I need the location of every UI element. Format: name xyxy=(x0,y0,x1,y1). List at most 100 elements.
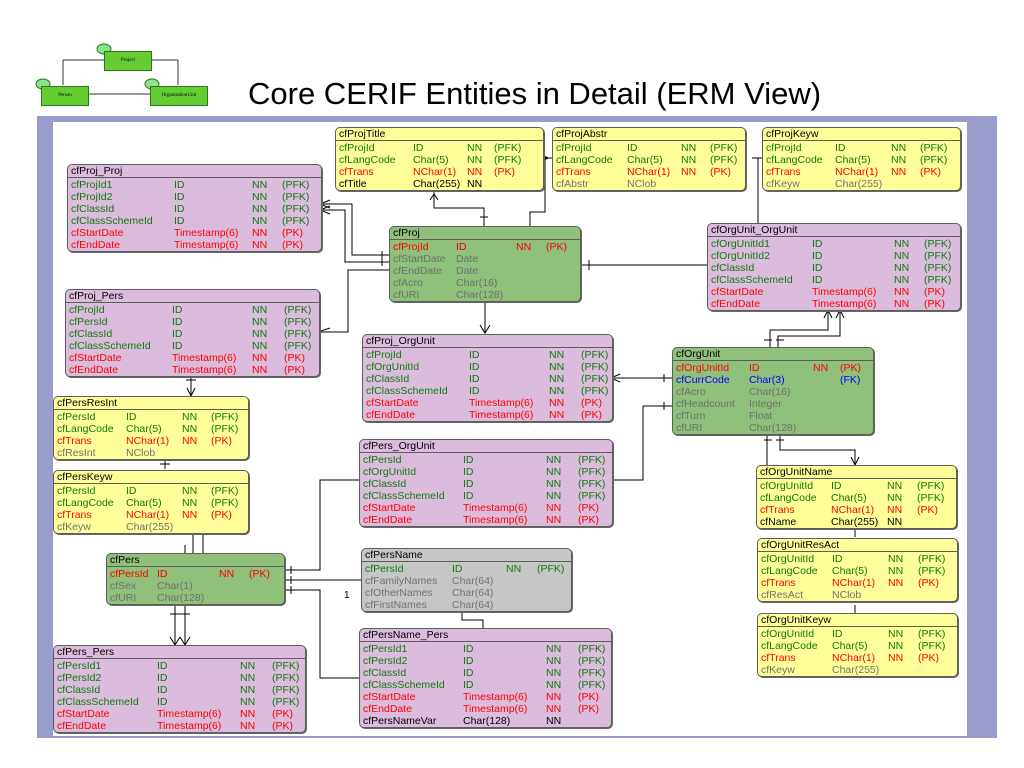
attribute-null: NN xyxy=(813,362,829,374)
line-ouou-ou-1 xyxy=(769,310,829,347)
entity-header: cfOrgUnit_OrgUnit xyxy=(708,224,960,237)
attribute-key: (PFK) xyxy=(924,250,952,262)
attribute-type: ID xyxy=(835,142,846,154)
logo-orgunit-label: OrganisationUnit xyxy=(161,93,197,98)
attribute-null: NN xyxy=(891,166,907,178)
attribute-name: cfClassSchemeId xyxy=(711,274,793,286)
attribute-name: cfClassId xyxy=(57,684,101,696)
attribute-type: NClob xyxy=(832,589,862,601)
attribute-key: (PK) xyxy=(581,409,602,421)
attribute-name: cfProjId xyxy=(69,304,105,316)
logo-person-box: Person xyxy=(41,86,89,106)
attribute-null: NN xyxy=(546,514,562,526)
attribute-type: Integer xyxy=(749,398,782,410)
attribute-key: (PK) xyxy=(578,514,599,526)
attribute-name: cfEndDate xyxy=(393,265,443,277)
entity-header: cfPers_Pers xyxy=(54,646,305,659)
attribute-name: cfPersId xyxy=(57,411,96,423)
attribute-null: NN xyxy=(546,667,562,679)
attribute-key: (PFK) xyxy=(282,215,310,227)
attribute-null: NN xyxy=(549,373,565,385)
attribute-null: NN xyxy=(887,504,903,516)
attribute-type: Char(5) xyxy=(126,423,162,435)
attribute-name: cfEndDate xyxy=(57,720,107,732)
attribute-key: (PFK) xyxy=(581,349,609,361)
attribute-null: NN xyxy=(182,423,198,435)
attribute-key: (PFK) xyxy=(578,643,606,655)
attribute-key: (PFK) xyxy=(581,361,609,373)
attribute-type: Timestamp(6) xyxy=(172,352,237,364)
attribute-name: cfSex xyxy=(110,580,137,592)
line-projtitle-proj xyxy=(433,192,485,226)
attribute-key: (PFK) xyxy=(272,684,300,696)
attribute-type: Char(1) xyxy=(157,580,193,592)
attribute-type: Char(64) xyxy=(452,587,494,599)
attribute-key: (PFK) xyxy=(578,454,606,466)
attribute-type: Char(255) xyxy=(413,178,461,190)
attribute-name: cfTurn xyxy=(676,410,706,422)
attribute-null: NN xyxy=(549,361,565,373)
entity-header: cfOrgUnit xyxy=(673,348,873,361)
attribute-type: NChar(1) xyxy=(126,509,170,521)
attribute-type: Char(255) xyxy=(832,664,880,676)
attribute-key: (PFK) xyxy=(272,660,300,672)
attribute-name: cfProjId xyxy=(339,142,375,154)
attribute-type: Char(5) xyxy=(832,565,868,577)
attribute-key: (PK) xyxy=(282,227,303,239)
entity-header: cfPers xyxy=(107,554,284,567)
attribute-name: cfClassSchemeId xyxy=(363,679,445,691)
attribute-type: ID xyxy=(463,478,474,490)
logo-project-box: Project xyxy=(104,51,152,71)
attribute-name: cfProjId2 xyxy=(71,191,113,203)
entity-header: cfOrgUnitResAct xyxy=(758,539,957,552)
attribute-null: NN xyxy=(887,492,903,504)
attribute-type: ID xyxy=(157,684,168,696)
attribute-name: cfPersId1 xyxy=(363,643,408,655)
attribute-key: (PFK) xyxy=(282,191,310,203)
attribute-name: cfPersId xyxy=(57,485,96,497)
attribute-key: (PFK) xyxy=(284,328,312,340)
attribute-type: Char(128) xyxy=(749,422,797,434)
attribute-type: Char(5) xyxy=(627,154,663,166)
attribute-null: NN xyxy=(887,480,903,492)
attribute-type: Char(5) xyxy=(413,154,449,166)
attribute-null: NN xyxy=(888,652,904,664)
attribute-null: NN xyxy=(894,298,910,310)
attribute-key: (PK) xyxy=(924,286,945,298)
attribute-null: NN xyxy=(240,696,256,708)
attribute-key: (PFK) xyxy=(211,423,239,435)
attribute-null: NN xyxy=(888,553,904,565)
attribute-type: Char(255) xyxy=(831,516,879,528)
attribute-name: cfName xyxy=(760,516,797,528)
attribute-key: (PFK) xyxy=(924,274,952,286)
attribute-key: (PK) xyxy=(710,166,731,178)
attribute-name: cfHeadcount xyxy=(676,398,735,410)
attribute-name: cfOrgUnitId xyxy=(676,362,730,374)
